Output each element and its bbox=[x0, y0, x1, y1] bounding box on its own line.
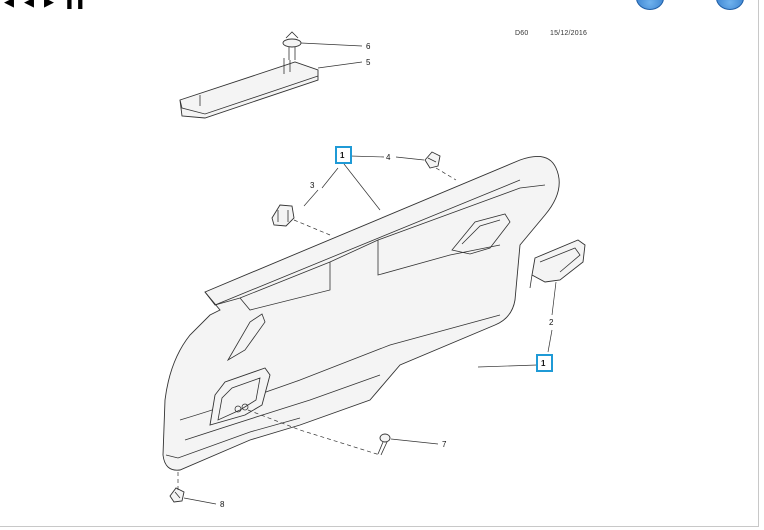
back-icon[interactable]: ◀ bbox=[24, 0, 34, 9]
callout-3[interactable]: 3 bbox=[310, 181, 315, 190]
leader-7 bbox=[390, 438, 439, 445]
callout-8[interactable]: 8 bbox=[220, 500, 225, 509]
callout-4[interactable]: 4 bbox=[386, 153, 391, 162]
part-2-cover[interactable] bbox=[529, 239, 586, 289]
dash-4 bbox=[435, 167, 457, 181]
callout-7[interactable]: 7 bbox=[442, 440, 447, 449]
part-6-clip[interactable] bbox=[282, 31, 302, 60]
part-3-clip[interactable] bbox=[271, 204, 295, 227]
leader-5 bbox=[317, 61, 363, 69]
leader-1-bottom bbox=[477, 364, 538, 368]
leader-4b bbox=[395, 156, 425, 161]
callout-1-bottom[interactable]: 1 bbox=[541, 359, 546, 368]
callout-2[interactable]: 2 bbox=[549, 318, 554, 327]
callout-5[interactable]: 5 bbox=[366, 58, 371, 67]
part-5-handle[interactable] bbox=[179, 58, 319, 119]
leader-2b bbox=[547, 329, 553, 353]
part-7-screw[interactable] bbox=[377, 433, 391, 456]
part-1-trim-panel[interactable] bbox=[162, 155, 560, 471]
leader-3a bbox=[321, 167, 339, 189]
leader-4a bbox=[349, 155, 385, 158]
hotspot-1-bottom[interactable] bbox=[536, 354, 553, 372]
rewind-icon[interactable]: ◀ bbox=[4, 0, 14, 9]
part-8-pushclip[interactable] bbox=[169, 487, 185, 503]
leader-3b bbox=[303, 189, 319, 207]
diagram-date: 15/12/2016 bbox=[550, 30, 588, 37]
forward-icon[interactable]: ▶ bbox=[44, 0, 54, 9]
leader-1-top bbox=[343, 163, 381, 211]
leader-2a bbox=[551, 281, 557, 316]
dash-3 bbox=[293, 219, 331, 236]
diagram-code: D60 bbox=[515, 30, 529, 37]
hotspot-1-top[interactable] bbox=[335, 146, 352, 164]
toolbar: ◀ ◀ ▶ ❚❚ bbox=[0, 0, 120, 9]
pause-icon[interactable]: ❚❚ bbox=[64, 0, 86, 9]
leader-6 bbox=[300, 42, 363, 47]
part-4-clip[interactable] bbox=[424, 151, 441, 169]
leader-8 bbox=[183, 497, 217, 505]
callout-1-top[interactable]: 1 bbox=[340, 151, 345, 160]
callout-6[interactable]: 6 bbox=[366, 42, 371, 51]
